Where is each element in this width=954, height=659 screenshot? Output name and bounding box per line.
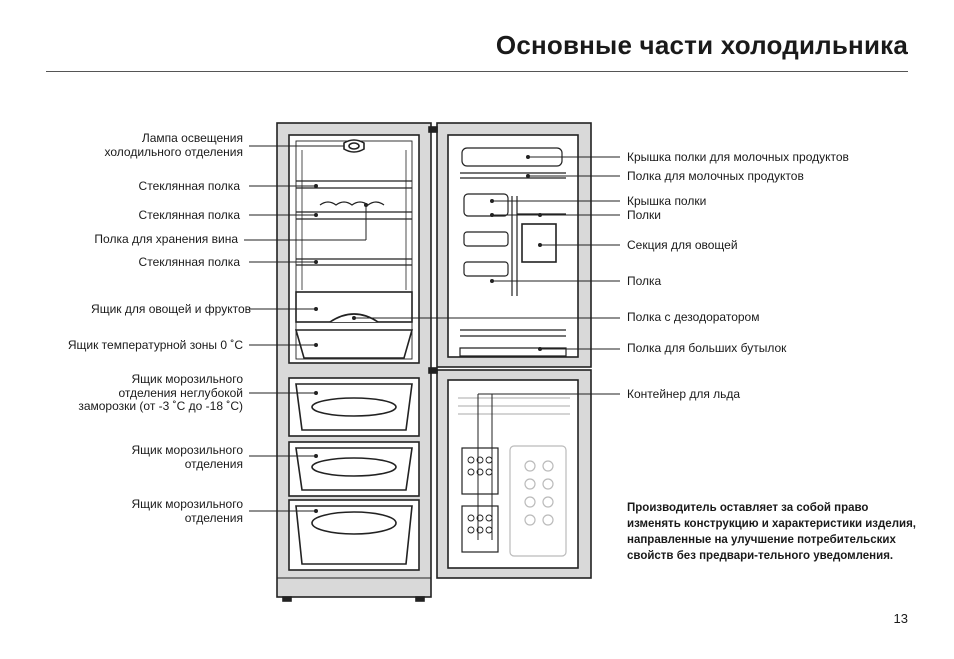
fridge-compartment [288, 134, 420, 364]
small-shelves [463, 193, 566, 296]
label-line: Лампа освещения [141, 131, 243, 145]
leader-dots-right [352, 155, 542, 351]
label-soft-freeze-drawer: Ящик морозильного отделения неглубокой з… [78, 372, 243, 414]
glass-shelf [296, 180, 412, 189]
label-line: Секция для овощей [627, 238, 738, 252]
leader-lines-left [244, 145, 367, 512]
label-zero-zone-drawer: Ящик температурной зоны 0 ˚С [67, 338, 243, 353]
veg-section [521, 223, 557, 263]
freezer-drawer-mid [288, 441, 420, 497]
label-line: Полка для молочных продуктов [627, 169, 804, 183]
lamp-icon [343, 139, 365, 153]
label-glass-shelf-1: Стеклянная полка [138, 179, 240, 194]
leader-lines-right [354, 156, 620, 540]
label-ice-container: Контейнер для льда [627, 387, 741, 402]
label-bottle-shelf: Полка для больших бутылок [627, 341, 787, 356]
zero-zone-drawer [294, 329, 414, 359]
label-line: Крышка полки [627, 194, 707, 208]
leader-dots-left [314, 184, 368, 513]
label-dairy-shelf: Полка для молочных продуктов [627, 169, 804, 184]
label-deodorizer-shelf: Полка с дезодоратором [627, 310, 760, 325]
label-line: Крышка полки для молочных продуктов [627, 150, 849, 164]
label-line: Ящик морозильного [131, 372, 243, 386]
shelf-rails [301, 150, 407, 290]
label-line: Полки [627, 208, 661, 222]
label-glass-shelf-3: Стеклянная полка [138, 255, 240, 270]
label-line: Ящик морозильного [131, 497, 243, 511]
label-line: Полка [627, 274, 662, 288]
label-line: Стеклянная полка [138, 179, 240, 193]
title-rule [46, 71, 908, 72]
page-number: 13 [893, 611, 908, 626]
label-veg-fruit-drawer: Ящик для овощей и фруктов [91, 302, 251, 317]
label-line: Ящик для овощей и фруктов [91, 302, 251, 316]
wine-shelf [296, 201, 412, 220]
label-line: холодильного отделения [104, 144, 244, 159]
label-line: Ящик морозильного [131, 443, 243, 457]
label-line: отделения [184, 510, 243, 525]
label-freezer-drawer-2: Ящик морозильного отделения [131, 497, 243, 525]
label-line: Стеклянная полка [138, 208, 240, 222]
label-wine-shelf: Полка для хранения вина [94, 232, 238, 247]
page-title: Основные части холодильника [495, 30, 908, 60]
label-glass-shelf-2: Стеклянная полка [138, 208, 240, 223]
label-line: отделения неглубокой [118, 385, 243, 400]
freezer-drawer-bottom [288, 499, 420, 571]
label-veg-section: Секция для овощей [627, 238, 738, 253]
label-line: заморозки (от -3 ˚С до -18 ˚С) [78, 399, 243, 413]
label-line: Полка с дезодоратором [627, 310, 760, 324]
label-freezer-drawer-1: Ящик морозильного отделения [131, 443, 243, 471]
label-shelf-lid: Крышка полки [627, 194, 707, 209]
label-shelves: Полки [627, 208, 661, 223]
label-door-shelf: Полка [627, 274, 662, 289]
freezer-drawer-soft [288, 377, 420, 437]
label-lamp: Лампа освещения холодильного отделения [104, 131, 244, 159]
bottle-shelf [459, 329, 567, 357]
label-line: Ящик температурной зоны 0 ˚С [67, 338, 243, 352]
ice-tray-outline [509, 445, 567, 557]
glass-shelf [296, 258, 412, 266]
manufacturer-note: Производитель оставляет за собой право и… [627, 502, 916, 562]
label-line: Полка для больших бутылок [627, 341, 787, 355]
freezer-door-vents [458, 397, 570, 415]
label-line: отделения [184, 456, 243, 471]
label-line: Контейнер для льда [627, 387, 741, 401]
label-line: Полка для хранения вина [94, 232, 238, 246]
dairy-shelf [460, 147, 566, 179]
label-line: Стеклянная полка [138, 255, 240, 269]
label-dairy-lid: Крышка полки для молочных продуктов [627, 150, 849, 165]
